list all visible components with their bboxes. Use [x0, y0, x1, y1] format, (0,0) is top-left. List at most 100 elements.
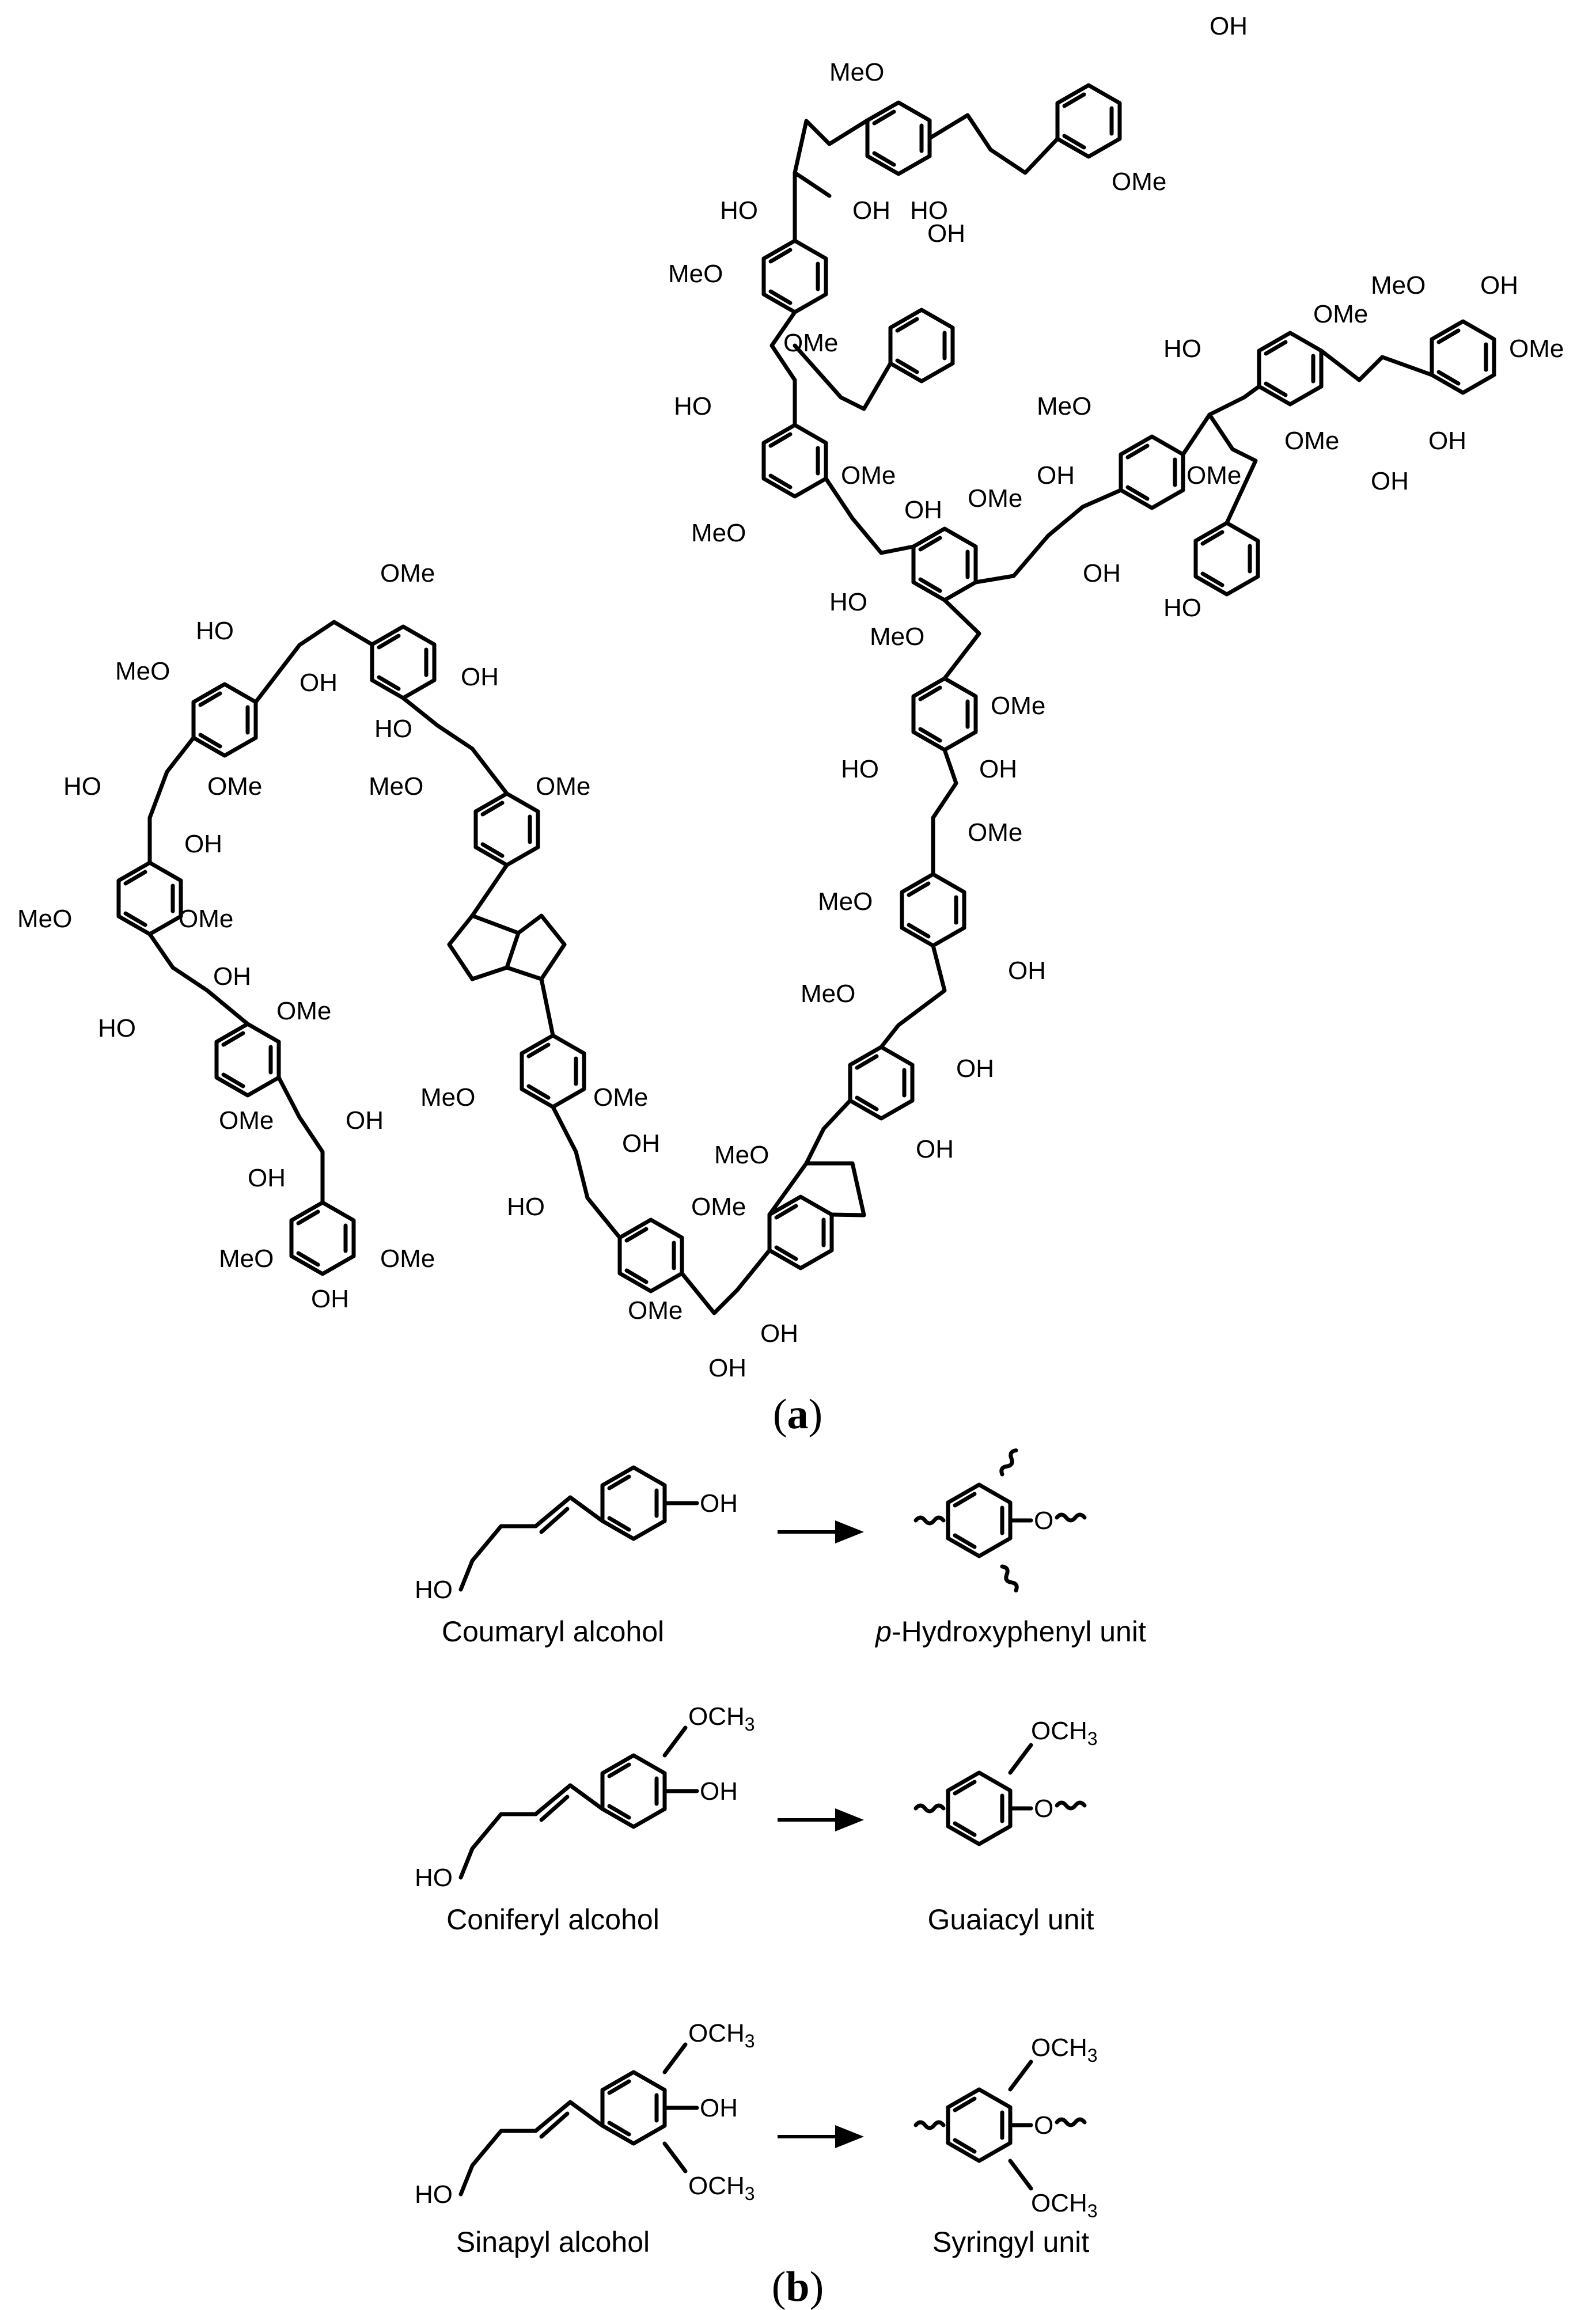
arrow-coumaryl	[778, 1520, 864, 1543]
label-oh: OH	[708, 1354, 746, 1382]
ring-top-2	[1057, 85, 1120, 157]
ring-left-syringyl-1	[194, 684, 256, 756]
coumaryl-alcohol-structure: OH HO	[415, 1467, 738, 1604]
p-hydroxyphenyl-o: O	[1034, 1507, 1053, 1535]
syringyl-unit-structure: O OCH3 OCH3	[916, 2034, 1098, 2221]
syringyl-och3-top: OCH3	[1031, 2034, 1098, 2066]
label-ome: OMe	[593, 1083, 648, 1112]
ring-pinoresinol-bottom	[522, 1035, 584, 1107]
sinapyl-ho: HO	[415, 2180, 453, 2209]
label-oh: OH	[311, 1285, 349, 1313]
label-ome: OMe	[968, 484, 1022, 513]
guaiacyl-unit-structure: O OCH3	[916, 1717, 1098, 1844]
syringyl-caption: Syringyl unit	[932, 2226, 1089, 2258]
label-oh: OH	[300, 669, 338, 697]
ring-left-guaiacyl	[372, 627, 434, 698]
label-ome: OMe	[276, 997, 331, 1025]
ring-pinoresinol-top	[476, 794, 538, 865]
label-oh: OH	[979, 755, 1017, 783]
label-oh: OH	[1480, 271, 1518, 299]
label-oh: OH	[956, 1055, 994, 1083]
arrow-sinapyl	[778, 2125, 864, 2148]
label-ome: OMe	[380, 559, 435, 587]
syringyl-o: O	[1034, 2111, 1053, 2140]
ring-mid-syringyl-2	[913, 678, 976, 750]
label-oh: OH	[213, 962, 251, 991]
label-ome: OMe	[219, 1106, 274, 1135]
label-ome: OMe	[991, 692, 1045, 720]
label-meo: MeO	[691, 519, 746, 547]
label-oh: OH	[248, 1164, 286, 1192]
label-ho: HO	[1163, 335, 1201, 363]
ring-lower-syringyl	[620, 1220, 682, 1291]
ring-center-syringyl	[913, 529, 976, 600]
label-oh: OH	[1037, 461, 1075, 490]
monomer-row-sinapyl: OCH3 OH OCH3 HO Sinapyl alcohol O OCH3 O…	[415, 2019, 1098, 2258]
label-oh: OH	[622, 1129, 660, 1158]
guaiacyl-caption: Guaiacyl unit	[927, 1903, 1094, 1936]
label-meo: MeO	[1371, 271, 1426, 299]
label-ome: OMe	[1284, 427, 1339, 455]
ring-right-syringyl-2	[1259, 333, 1321, 404]
coniferyl-alcohol-caption: Coniferyl alcohol	[446, 1903, 659, 1936]
ring-left-syringyl-2	[119, 863, 181, 934]
coniferyl-oh: OH	[700, 1777, 738, 1805]
ring-hydroxybenzoate-1	[890, 310, 953, 381]
label-ome: OMe	[628, 1296, 683, 1325]
ring-mid-syringyl-1	[764, 425, 826, 496]
syringyl-och3-bottom: OCH3	[1031, 2189, 1098, 2221]
label-oh: OH	[1008, 957, 1046, 985]
label-ome: OMe	[207, 772, 262, 801]
panel-a-label: (a)	[773, 1391, 822, 1438]
label-ome: OMe	[691, 1193, 746, 1221]
label-ome: OMe	[1313, 300, 1368, 328]
ring-upper-left-syringyl	[764, 241, 826, 312]
label-oh: OH	[1428, 427, 1466, 455]
p-hydroxyphenyl-unit-structure: O	[916, 1449, 1085, 1592]
coumaryl-ho: HO	[415, 1576, 453, 1604]
label-meo: MeO	[818, 887, 873, 916]
ring-guaiacyl-lower	[850, 1047, 912, 1118]
label-meo: MeO	[219, 1245, 274, 1273]
label-meo: MeO	[420, 1083, 475, 1112]
ring-top-1	[867, 103, 930, 174]
ring-hydroxybenzoate-2	[1196, 523, 1258, 594]
ring-mid-syringyl-3	[902, 874, 964, 946]
label-ome: OMe	[536, 772, 590, 801]
label-ome: OMe	[1112, 168, 1166, 196]
label-oh: OH	[927, 219, 965, 248]
ring-right-syringyl-1	[1121, 437, 1183, 508]
label-ome: OMe	[380, 1245, 435, 1273]
label-ho: HO	[63, 772, 101, 801]
label-ome: OMe	[179, 905, 233, 933]
sinapyl-och3-bottom: OCH3	[688, 2172, 755, 2204]
label-ome: OMe	[841, 461, 896, 490]
label-ho: HO	[507, 1193, 545, 1221]
label-ho: HO	[829, 588, 867, 616]
label-oh: OH	[904, 496, 942, 524]
label-ome: OMe	[968, 818, 1022, 847]
guaiacyl-o: O	[1034, 1795, 1053, 1823]
label-ho: HO	[674, 392, 712, 420]
ring-left-syringyl-3	[217, 1024, 279, 1095]
label-meo: MeO	[668, 260, 723, 288]
label-ho: HO	[910, 196, 948, 225]
label-meo: MeO	[801, 980, 855, 1008]
sinapyl-oh: OH	[700, 2094, 738, 2122]
coniferyl-och3: OCH3	[688, 1702, 755, 1735]
ring-benzofuran	[769, 1197, 832, 1268]
label-oh: OH	[1210, 12, 1248, 40]
polymer-labels: MeO OH HO OH HO OMe MeO OH OMe HO OMe Me…	[17, 12, 1564, 1382]
label-oh: OH	[916, 1135, 954, 1163]
label-ho: HO	[1163, 594, 1201, 622]
label-oh: OH	[346, 1106, 384, 1135]
coniferyl-ho: HO	[415, 1864, 453, 1892]
label-meo: MeO	[714, 1141, 769, 1169]
panel-b-label: (b)	[772, 2263, 824, 2310]
sinapyl-alcohol-structure: OCH3 OH OCH3 HO	[415, 2019, 755, 2209]
label-meo: MeO	[1037, 392, 1091, 420]
sinapyl-och3-top: OCH3	[688, 2019, 755, 2051]
label-ome: OMe	[783, 329, 838, 357]
label-oh: OH	[461, 663, 499, 691]
